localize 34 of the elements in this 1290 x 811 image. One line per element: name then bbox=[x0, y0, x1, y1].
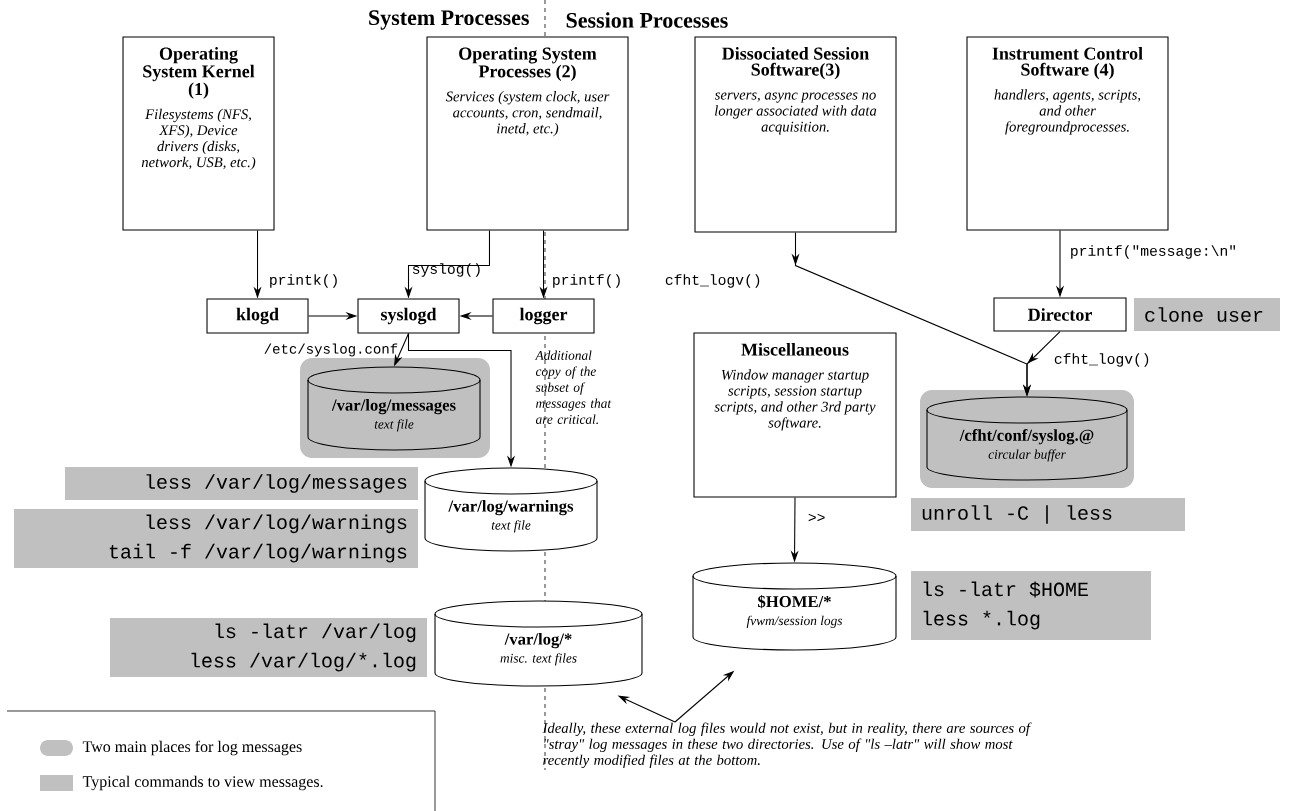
process-box: klogd bbox=[206, 298, 309, 334]
process-box: Instrument Control Software (4) handlers, agents, scripts, and other foregroundprocesses. bbox=[966, 36, 1169, 231]
legend-text: Two main places for log messages bbox=[82, 740, 302, 756]
edge-label: printf("message:\n" bbox=[1071, 245, 1236, 259]
cylinder: /var/log/warnings text file bbox=[424, 467, 598, 552]
command-box: unroll -C | less bbox=[911, 498, 1185, 531]
note-text: Ideally, these external log files would not exist, but in reality, there are sources of "stray" log messages in these two directories. Use of "ls –latr" will show most recently modified files at the bottom. bbox=[542, 722, 1032, 768]
edge-label: >> bbox=[808, 513, 825, 522]
cylinder: /cfht/conf/syslog.@ circular buffer bbox=[926, 396, 1128, 481]
edge-label: printk() bbox=[270, 274, 337, 288]
process-box: Operating System Kernel (1) Filesystems (NFS, XFS), Device drivers (disks, network, USB, etc.) bbox=[122, 36, 275, 231]
config-label: /etc/syslog.conf bbox=[264, 343, 398, 357]
command-box: clone user bbox=[1134, 298, 1280, 331]
cylinder: /var/log/messages text file bbox=[307, 366, 481, 451]
process-box: Dissociated Session Software(3) servers, async processes no longer associated with data acquisition. bbox=[694, 36, 897, 233]
cylinder: /var/log/* misc. text files bbox=[434, 600, 643, 687]
cylinder: $HOME/* fvwm/session logs bbox=[692, 562, 897, 651]
command-box: less /var/log/warnings tail -f /var/log/warnings bbox=[14, 509, 418, 568]
heading: Session Processes bbox=[566, 12, 728, 28]
edge-label: Additional copy of the subset of messages that are critical. bbox=[534, 350, 612, 424]
process-box: syslogd bbox=[357, 298, 460, 334]
edge-label: syslog() bbox=[412, 263, 480, 277]
command-box: ls -latr /var/log less /var/log/*.log bbox=[110, 618, 427, 677]
edge-label: cfht_logv() bbox=[1054, 353, 1149, 367]
process-box: Miscellaneous Window manager startup scripts, session startup scripts, and other 3rd party software. bbox=[693, 332, 897, 498]
edge-label: printf() bbox=[553, 274, 620, 288]
edge-label: cfht_logv() bbox=[665, 274, 760, 288]
command-box: less /var/log/messages bbox=[65, 467, 418, 500]
legend-text: Typical commands to view messages. bbox=[82, 775, 323, 791]
command-box: ls -latr $HOME less *.log bbox=[911, 571, 1151, 640]
heading: System Processes bbox=[369, 10, 529, 30]
process-box: Operating System Processes (2) Services (system clock, user accounts, cron, sendmail, inetd, etc.) bbox=[426, 36, 629, 231]
process-box: logger bbox=[492, 298, 595, 334]
process-box: Director bbox=[993, 297, 1127, 332]
